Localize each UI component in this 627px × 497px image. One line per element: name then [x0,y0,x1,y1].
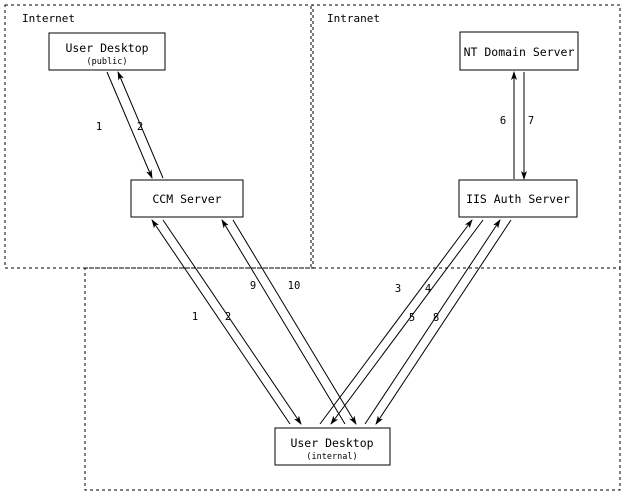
node-user-desktop-public-label: User Desktop [65,41,148,55]
node-user-desktop-internal-label: User Desktop [290,436,373,450]
flow-group-public-ccm: 1 2 [96,71,164,179]
flow-1-public-label: 1 [96,121,102,133]
zone-internet-border [4,4,314,269]
flow-group-internal-iis-34: 3 4 [319,219,484,425]
node-iis-auth-server-label: IIS Auth Server [466,192,570,206]
node-user-desktop-internal-box[interactable] [274,427,391,466]
node-iis-auth-server[interactable]: IIS Auth Server [458,179,578,218]
node-user-desktop-internal[interactable]: User Desktop (internal) [274,427,391,466]
node-user-desktop-internal-sublabel: (internal) [306,452,357,462]
flow-2-public-label: 2 [137,121,143,133]
flow-group-internal-ccm-910: 9 10 [221,219,357,425]
flow-group-internal-ccm-12: 1 2 [151,219,302,425]
flow-8-line [375,219,512,425]
node-ccm-server-box[interactable] [130,179,244,218]
flow-7-label: 7 [528,115,534,127]
flow-5-line [364,219,501,425]
flow-10-line [232,219,357,425]
node-iis-auth-server-box[interactable] [458,179,578,218]
flow-2-internal-label: 2 [225,311,231,323]
zone-intranet-label: Intranet [327,12,380,25]
node-user-desktop-public-box[interactable] [48,32,166,71]
node-nt-domain-server-label: NT Domain Server [464,45,575,59]
flow-1-internal-label: 1 [192,311,198,323]
flow-6-label: 6 [500,115,506,127]
flow-4-line [330,219,484,425]
flow-9-label: 9 [250,280,256,292]
flow-1-internal-line [151,219,291,425]
flow-4-label: 4 [425,283,431,295]
node-ccm-server[interactable]: CCM Server [130,179,244,218]
flow-10-label: 10 [288,280,301,292]
flow-group-internal-iis-58: 5 8 [364,219,512,425]
node-nt-domain-server-box[interactable] [459,31,579,71]
node-user-desktop-public[interactable]: User Desktop (public) [48,32,166,71]
node-user-desktop-public-sublabel: (public) [87,57,128,67]
flow-2-public-line [117,71,164,179]
flow-3-line [319,219,473,425]
flow-group-iis-nt: 6 7 [500,71,534,180]
node-ccm-server-label: CCM Server [152,192,221,206]
zone-internet: Internet [4,4,314,269]
flow-8-label: 8 [433,312,439,324]
flow-2-internal-line [162,219,302,425]
flow-9-line [221,219,346,425]
zone-internet-label: Internet [22,12,75,25]
flow-1-public-line [106,71,153,179]
flow-3-label: 3 [395,283,401,295]
flow-5-label: 5 [409,312,415,324]
node-nt-domain-server[interactable]: NT Domain Server [459,31,579,71]
